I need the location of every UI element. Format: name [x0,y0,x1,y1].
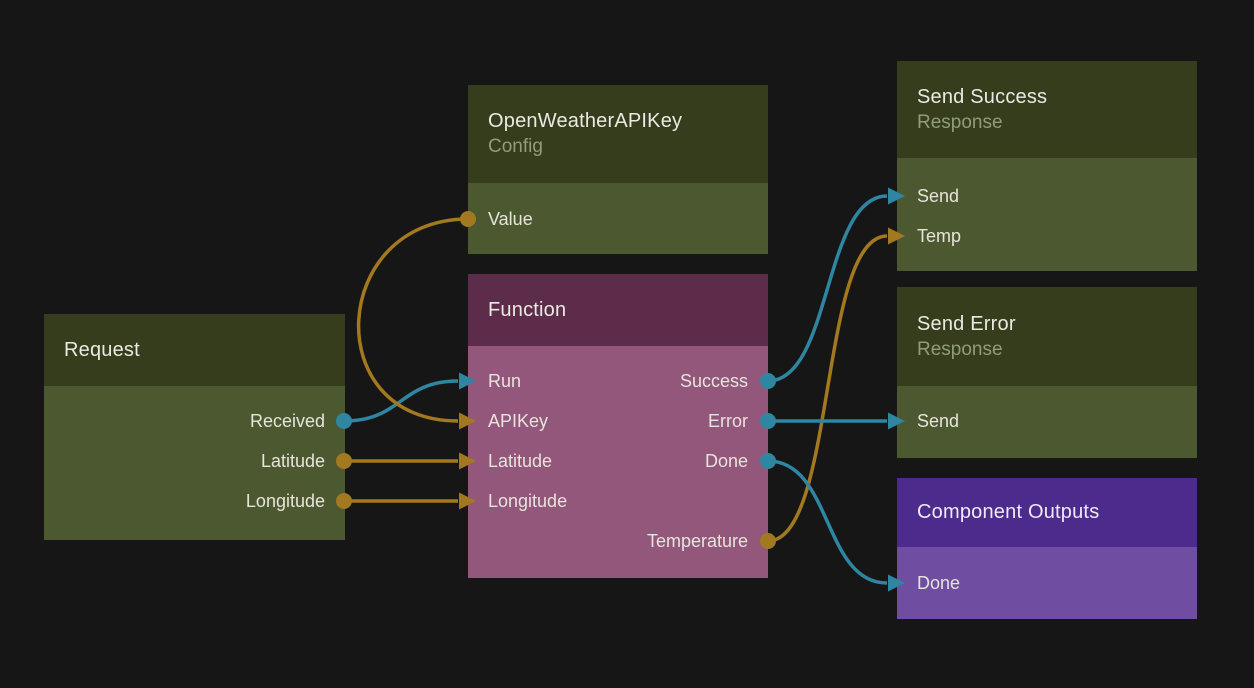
port-label-function-latitude: Latitude [488,451,553,471]
edge-function-error-to-send-error-send[interactable] [768,412,905,430]
node-send-error-body [897,386,1197,458]
port-label-send-error-send: Send [917,411,960,431]
node-function[interactable]: Function Run APIKey Latitude Longitude S… [468,274,768,578]
node-send-success[interactable]: Send Success Response Send Temp [897,61,1197,271]
port-label-component-outputs-done: Done [917,573,961,593]
edge-openweather-value-to-function-apikey[interactable] [357,217,476,430]
edge-request-longitude-to-function-longitude[interactable] [344,492,476,510]
port-label-request-latitude: Latitude [260,451,325,471]
node-component-outputs[interactable]: Component Outputs Done [897,478,1197,619]
port-label-function-success: Success [679,371,748,391]
node-send-error-title: Send Error [917,312,1016,335]
node-function-body [468,346,768,578]
node-request-header: Request [44,314,345,386]
edge-request-latitude-to-function-latitude[interactable] [344,452,476,470]
node-send-error[interactable]: Send Error Response Send [897,287,1197,458]
edge-function-done-to-component-outputs-done[interactable] [767,459,905,592]
node-request[interactable]: Request Received Latitude Longitude [44,314,345,540]
edge-function-success-to-send-success-send[interactable] [767,187,905,383]
port-label-send-success-send: Send [917,186,960,206]
node-component-outputs-title: Component Outputs [917,501,1100,523]
node-function-header: Function [468,274,768,346]
node-send-success-title: Send Success [917,85,1048,108]
port-label-function-apikey: APIKey [488,411,549,431]
port-label-request-longitude: Longitude [245,491,325,511]
port-label-send-success-temp: Temp [917,226,962,246]
port-label-function-temperature: Temperature [646,531,748,551]
node-function-title: Function [488,298,567,321]
node-openweather-api-key[interactable]: OpenWeatherAPIKey Config Value [468,85,768,254]
node-component-outputs-header: Component Outputs [897,478,1197,547]
port-label-request-received: Received [249,411,325,431]
edge-function-temperature-to-send-success-temp[interactable] [767,227,905,543]
port-label-openweather-value: Value [488,209,533,229]
port-label-function-error: Error [708,411,748,431]
node-send-success-header: Send Success Response [897,61,1197,158]
node-send-error-header: Send Error Response [897,287,1197,386]
node-openweather-body [468,183,768,254]
edge-request-received-to-function-run[interactable] [343,372,476,423]
port-label-function-longitude: Longitude [488,491,568,511]
node-send-error-subtitle: Response [917,338,1003,360]
node-openweather-title: OpenWeatherAPIKey [488,110,683,132]
port-label-function-run: Run [488,371,522,391]
node-send-success-body [897,158,1197,271]
node-request-body [44,386,345,540]
node-openweather-header: OpenWeatherAPIKey Config [468,85,768,183]
node-send-success-subtitle: Response [917,111,1003,133]
node-component-outputs-body [897,547,1197,619]
port-label-function-done: Done [704,451,748,471]
node-request-title: Request [64,338,140,361]
node-openweather-subtitle: Config [488,136,543,157]
